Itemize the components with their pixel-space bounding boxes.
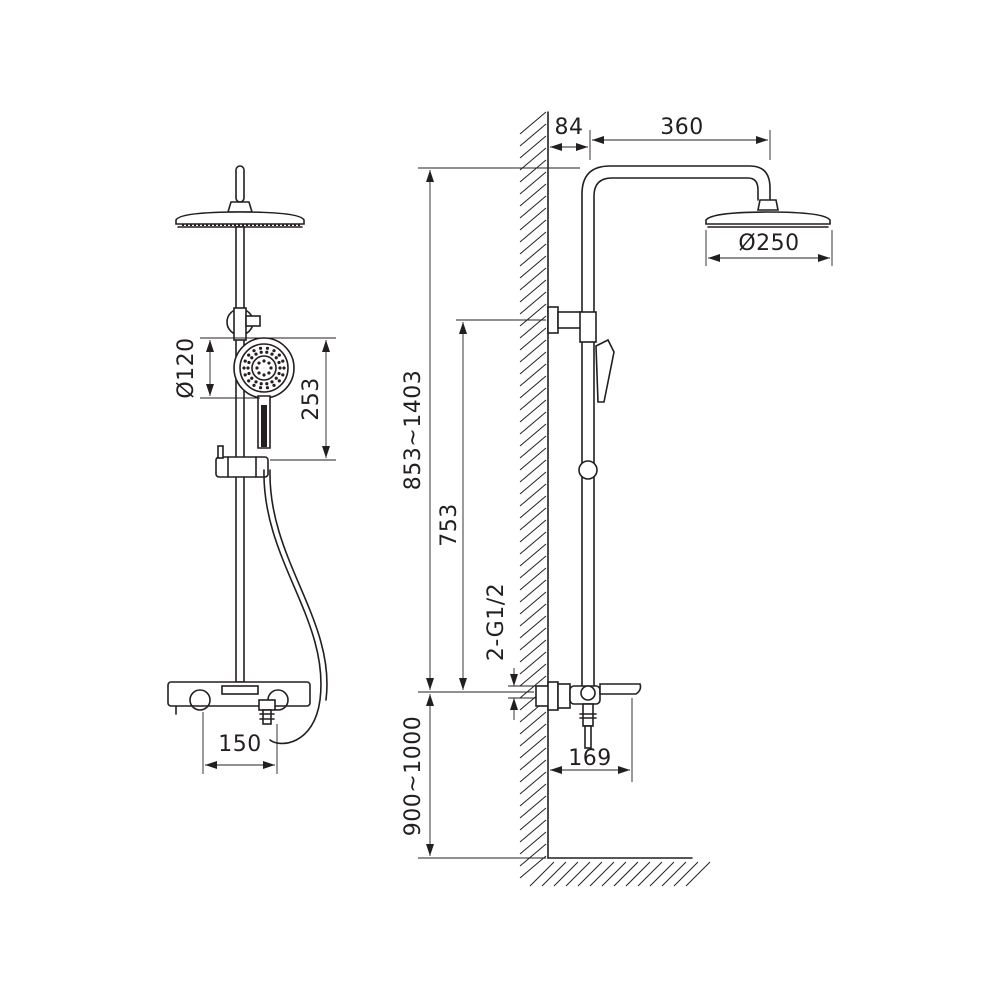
front-mixer [167, 681, 311, 725]
side-bracket-arm [557, 311, 583, 329]
front-view [167, 165, 328, 745]
front-hose [263, 469, 322, 745]
front-hose-edge [269, 469, 328, 701]
side-riser-outer [581, 165, 771, 691]
side-overhead-shower [705, 211, 831, 225]
dim-overhead-diameter: Ø250 [738, 231, 799, 256]
side-view [519, 111, 831, 887]
front-riser-top [235, 165, 245, 203]
dim-arm-length: 360 [660, 115, 704, 140]
dim-wall-offset: 84 [555, 115, 584, 140]
dim-inlet-spacing: 150 [218, 732, 262, 757]
dim-total-height: 853~1403 [401, 370, 426, 490]
dim-hand-shower-length: 253 [299, 377, 324, 421]
side-slider-knob [578, 460, 598, 480]
dimensions: Ø250 84 360 853~1403 753 2-G1/2 900~1000… [174, 115, 833, 859]
dim-inlet-thread: 2-G1/2 [484, 583, 509, 661]
front-slider [215, 456, 269, 478]
front-main-pipe [235, 226, 245, 683]
dim-spout-projection: 169 [568, 746, 612, 771]
side-bracket-sleeve [579, 311, 597, 343]
front-slider-button [217, 445, 224, 459]
dim-mixer-height: 900~1000 [401, 716, 426, 836]
front-bracket-sleeve [233, 307, 247, 341]
front-bracket-knob [245, 315, 261, 327]
side-riser-inner [593, 177, 759, 691]
front-hand-shower [233, 337, 295, 449]
side-mixer [535, 681, 642, 749]
side-hand-shower [595, 338, 615, 403]
wall-hatching [519, 111, 711, 887]
side-bracket-plate [547, 306, 559, 334]
front-head-connector [227, 201, 253, 213]
front-overhead-shower [175, 211, 305, 228]
dim-bracket-height: 753 [437, 503, 462, 547]
side-head-connector [757, 199, 779, 211]
dim-hand-shower-diameter: Ø120 [174, 337, 199, 398]
